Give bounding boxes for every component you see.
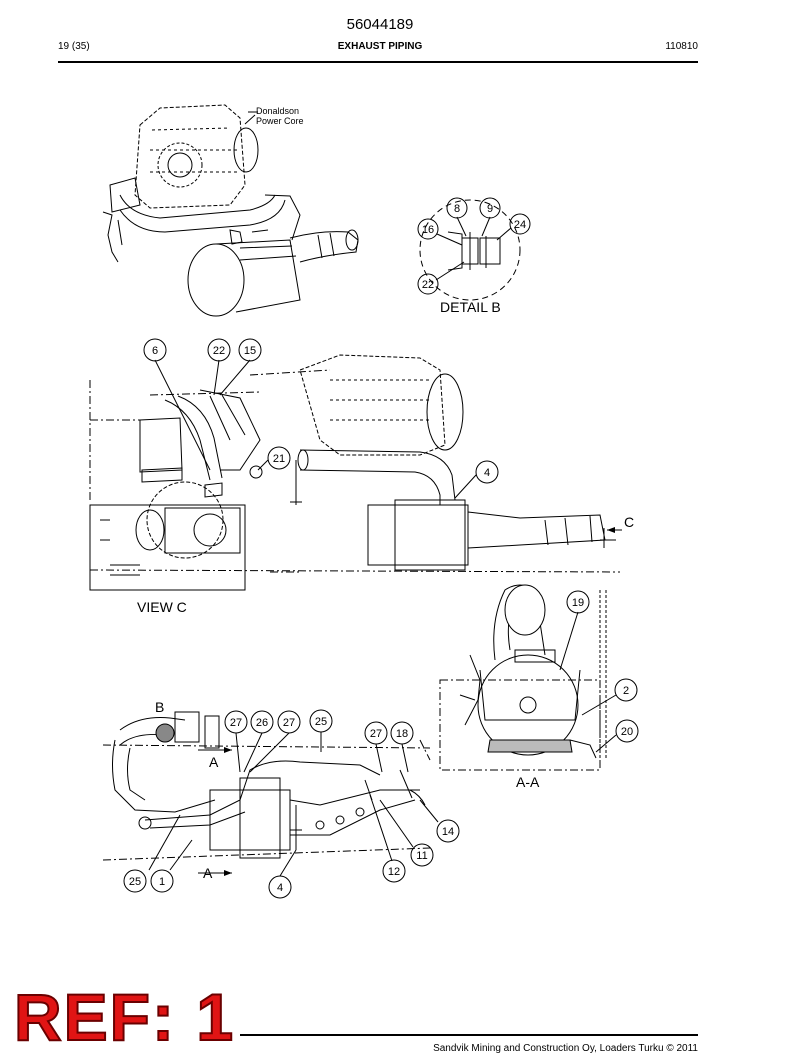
page-title: EXHAUST PIPING: [337, 41, 423, 52]
svg-text:21: 21: [273, 453, 285, 465]
callout-21: 21: [267, 446, 291, 470]
svg-text:1: 1: [159, 876, 165, 888]
callout-26: 26: [250, 710, 274, 734]
callout-15: 15: [238, 338, 262, 362]
svg-text:19: 19: [572, 597, 584, 609]
callout-22-mid: 22: [207, 338, 231, 362]
footer-rule: [240, 1034, 698, 1036]
callout-25-bottom: 25: [123, 869, 147, 893]
detail-b-view: 8 9 24 16 22 DETAIL B: [417, 197, 531, 315]
svg-text:25: 25: [315, 716, 327, 728]
svg-text:27: 27: [230, 717, 242, 729]
callout-8: 8: [446, 197, 468, 219]
callout-2: 2: [614, 678, 638, 702]
page-indicator: 19 (35): [58, 41, 90, 52]
svg-text:12: 12: [388, 866, 400, 878]
bottom-side-view: 27 26 27 25 27 18 14 11 12 25 1 4 B A A: [102, 699, 460, 899]
svg-text:8: 8: [454, 203, 460, 215]
ref-stamp: REF: 1: [13, 980, 236, 1054]
donaldson-label-line1: Donaldson: [256, 106, 299, 116]
marker-b: B: [155, 699, 164, 715]
donaldson-label-line2: Power Core: [256, 116, 304, 126]
header-rule: [58, 61, 698, 63]
svg-text:18: 18: [396, 728, 408, 740]
svg-text:4: 4: [484, 467, 490, 479]
svg-text:20: 20: [621, 726, 633, 738]
callout-11: 11: [410, 843, 434, 867]
callout-16: 16: [417, 218, 439, 240]
callout-27-b: 27: [277, 710, 301, 734]
callout-24: 24: [509, 213, 531, 235]
callout-20: 20: [615, 719, 639, 743]
section-aa-label: A-A: [516, 774, 540, 790]
callout-4-bottom: 4: [268, 875, 292, 899]
svg-text:15: 15: [244, 345, 256, 357]
svg-text:4: 4: [277, 882, 283, 894]
callout-6: 6: [143, 338, 167, 362]
marker-a-bottom: A: [203, 865, 213, 881]
svg-text:14: 14: [442, 826, 454, 838]
svg-text:6: 6: [152, 345, 158, 357]
date-code: 110810: [665, 41, 698, 52]
svg-text:24: 24: [514, 219, 526, 231]
callout-18: 18: [390, 721, 414, 745]
callout-4-mid: 4: [475, 460, 499, 484]
callout-19: 19: [566, 590, 590, 614]
svg-text:27: 27: [283, 717, 295, 729]
callout-1: 1: [150, 869, 174, 893]
svg-text:25: 25: [129, 876, 141, 888]
svg-text:11: 11: [416, 850, 427, 862]
svg-text:22: 22: [213, 345, 225, 357]
callout-9: 9: [479, 197, 501, 219]
section-aa-view: 19 2 20 A-A: [439, 584, 639, 790]
callout-14: 14: [436, 819, 460, 843]
svg-text:26: 26: [256, 717, 268, 729]
svg-text:27: 27: [370, 728, 382, 740]
callout-25-top: 25: [309, 709, 333, 733]
marker-a-top: A: [209, 754, 219, 770]
callout-22: 22: [417, 273, 439, 295]
view-c-label: VIEW C: [137, 599, 187, 615]
callout-12: 12: [382, 859, 406, 883]
isometric-view: Donaldson Power Core: [102, 104, 359, 317]
callout-27-c: 27: [364, 721, 388, 745]
marker-c: C: [624, 514, 634, 530]
svg-text:9: 9: [487, 203, 493, 215]
callout-27-a: 27: [224, 710, 248, 734]
document-number: 56044189: [346, 16, 414, 33]
copyright: Sandvik Mining and Construction Oy, Load…: [433, 1043, 698, 1054]
svg-text:16: 16: [422, 224, 434, 236]
svg-text:22: 22: [422, 279, 434, 291]
middle-side-view: 6 22 15 21 4 C VIEW C: [89, 338, 634, 615]
detail-b-label: DETAIL B: [440, 299, 501, 315]
svg-text:2: 2: [623, 685, 629, 697]
